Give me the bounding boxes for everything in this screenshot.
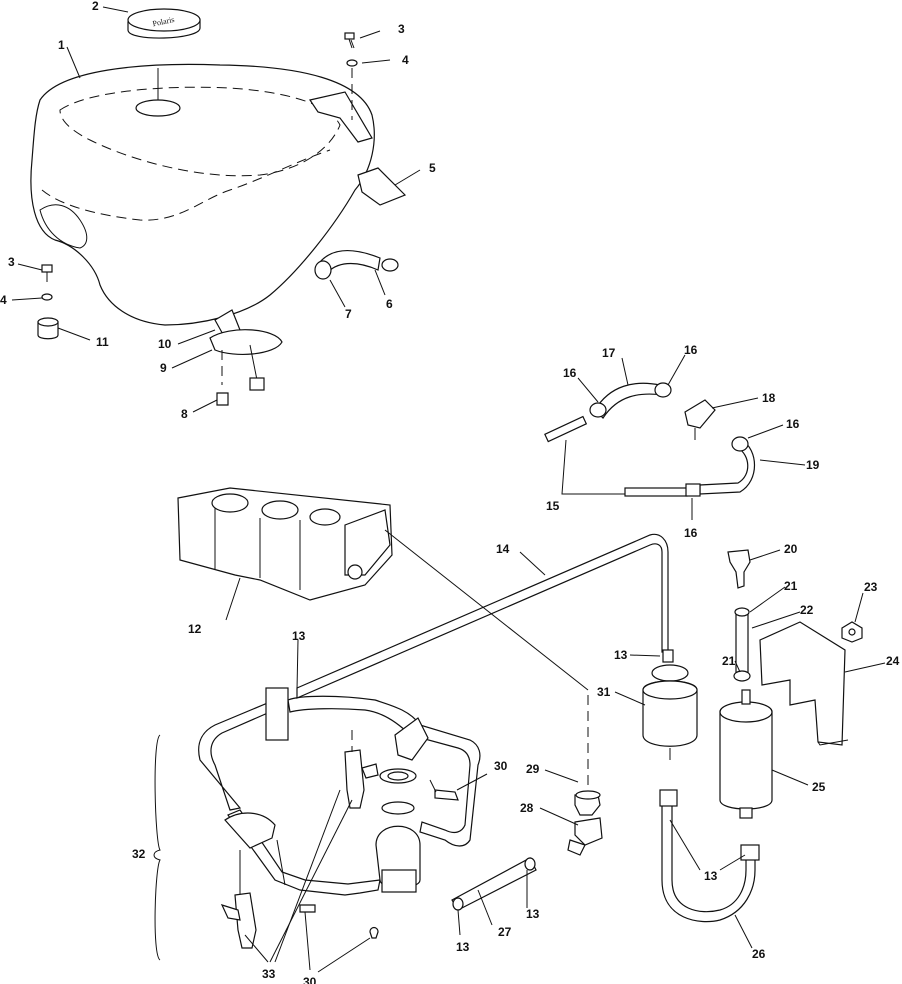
regulator-o-ring bbox=[379, 768, 417, 784]
tank-front-bracket bbox=[309, 68, 373, 143]
callout-16: 16 bbox=[563, 366, 577, 380]
rail-mount-screw bbox=[429, 779, 459, 801]
callout-22: 22 bbox=[800, 603, 814, 617]
callout-17: 17 bbox=[602, 346, 616, 360]
callout-25: 25 bbox=[812, 780, 826, 794]
callout-3: 3 bbox=[8, 255, 15, 269]
fuel-injector-left bbox=[220, 892, 257, 949]
callout-33: 33 bbox=[262, 967, 276, 981]
callout-8: 8 bbox=[181, 407, 188, 421]
fuel-tank bbox=[30, 63, 375, 326]
callout-27: 27 bbox=[498, 925, 512, 939]
callout-21: 21 bbox=[784, 579, 798, 593]
vent-hose-upper bbox=[589, 382, 672, 419]
tank-mount-washer-left bbox=[41, 293, 53, 301]
callout-13: 13 bbox=[614, 648, 628, 662]
callout-13: 13 bbox=[456, 940, 470, 954]
bracket-nut bbox=[841, 621, 863, 643]
callout-14: 14 bbox=[496, 542, 510, 556]
fuel-elbow-fitting bbox=[567, 817, 603, 856]
vent-hose bbox=[319, 250, 399, 273]
callout-5: 5 bbox=[429, 161, 436, 175]
callout-24: 24 bbox=[886, 654, 900, 668]
callout-30: 30 bbox=[303, 975, 317, 984]
callout-30: 30 bbox=[494, 759, 508, 773]
fuel-pump-inlet-tube bbox=[733, 607, 751, 682]
tank-mount-bracket bbox=[357, 167, 407, 206]
callout-6: 6 bbox=[386, 297, 393, 311]
callout-23: 23 bbox=[864, 580, 878, 594]
tank-mount-screw-left bbox=[41, 264, 53, 282]
callout-10: 10 bbox=[158, 337, 172, 351]
callout-32: 32 bbox=[132, 847, 146, 861]
fuel-pickup-plate bbox=[209, 329, 283, 391]
fuel-pump-hose bbox=[659, 789, 760, 923]
callout-16: 16 bbox=[786, 417, 800, 431]
callout-1: 1 bbox=[58, 38, 65, 52]
callout-29: 29 bbox=[526, 762, 540, 776]
pickup-screw bbox=[216, 350, 229, 406]
callout-7: 7 bbox=[345, 307, 352, 321]
fuel-pump bbox=[719, 689, 773, 819]
callout-16: 16 bbox=[684, 343, 698, 357]
callout-31: 31 bbox=[597, 685, 611, 699]
vent-tee-fitting bbox=[684, 399, 716, 440]
callout-15: 15 bbox=[546, 499, 560, 513]
callout-13: 13 bbox=[704, 869, 718, 883]
fuel-supply-line bbox=[296, 533, 674, 699]
leader-lines bbox=[11, 6, 886, 973]
callout-21: 21 bbox=[722, 654, 736, 668]
tank-mount-screw-top bbox=[344, 32, 355, 49]
callout-26: 26 bbox=[752, 947, 766, 961]
callout-2: 2 bbox=[92, 0, 99, 13]
hose-clamp bbox=[314, 260, 332, 280]
callout-28: 28 bbox=[520, 801, 534, 815]
callout-12: 12 bbox=[188, 622, 202, 636]
quick-connect-fitting bbox=[574, 790, 601, 816]
fuel-injector-right bbox=[344, 730, 379, 809]
vent-check-valve bbox=[544, 415, 688, 497]
rollover-valve bbox=[727, 549, 751, 589]
fuel-hose-short bbox=[451, 857, 537, 911]
fuel-pump-bracket bbox=[759, 621, 849, 746]
callout-16: 16 bbox=[684, 526, 698, 540]
callout-3: 3 bbox=[398, 22, 405, 36]
fuel-cap: Polaris bbox=[127, 8, 201, 39]
callout-13: 13 bbox=[292, 629, 306, 643]
callout-13: 13 bbox=[526, 907, 540, 921]
callout-20: 20 bbox=[784, 542, 798, 556]
callout-9: 9 bbox=[160, 361, 167, 375]
fuel-filter bbox=[642, 664, 698, 760]
throttle-body bbox=[177, 487, 393, 601]
fuel-rail-assembly bbox=[198, 687, 481, 896]
tank-mount-washer-top bbox=[346, 59, 358, 67]
rail-mount-screw-lower bbox=[299, 904, 379, 939]
callout-11: 11 bbox=[96, 335, 109, 349]
fuel-pressure-regulator bbox=[375, 801, 421, 893]
callout-4: 4 bbox=[0, 293, 7, 307]
callout-19: 19 bbox=[806, 458, 820, 472]
vent-hose-right bbox=[699, 436, 755, 495]
callout-18: 18 bbox=[762, 391, 776, 405]
callout-4: 4 bbox=[402, 53, 409, 67]
rubber-grommet bbox=[37, 317, 59, 340]
vent-clamp-lower bbox=[685, 483, 701, 497]
